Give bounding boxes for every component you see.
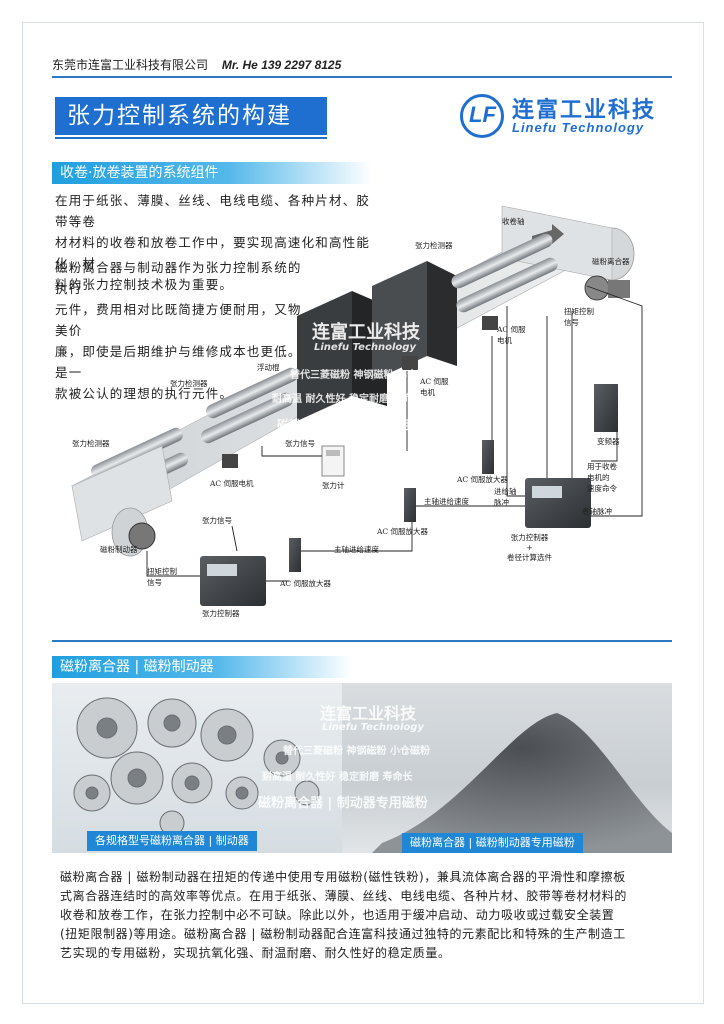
diagram-graphic (71, 205, 643, 606)
section-heading-system: 收卷·放卷装置的系统组件 (52, 162, 372, 184)
contact-info: Mr. He 139 2297 8125 (221, 58, 342, 72)
company-name: 东莞市连富工业科技有限公司 (52, 58, 209, 72)
tension-system-diagram: 连富工业科技 Linefu Technology 替代三菱磁粉 神钢磁粉 小仓磁… (52, 196, 672, 626)
label-ac-servo-motor-mid: AC 伺服 电机 (420, 377, 449, 397)
label-inverter: 变频器 (597, 437, 620, 446)
label-torque-signal-right: 扭矩控制 信号 (564, 307, 594, 327)
header-line: 东莞市连富工业科技有限公司 Mr. He 139 2297 8125 (52, 56, 341, 73)
label-ac-servo-amp-bottom: AC 伺服放大器 (280, 579, 332, 588)
caption-clutch-products: 各规格型号磁粉离合器 | 制动器 (87, 831, 257, 851)
diagram-watermark-line1: 替代三菱磁粉 神钢磁粉 小仓磁粉 (290, 370, 437, 381)
photo-watermark-line2: 耐高温 耐久性好 稳定耐磨 寿命长 (262, 772, 413, 783)
caption-magnetic-powder: 磁粉离合器 | 磁粉制动器专用磁粉 (402, 833, 583, 853)
section-heading-clutch: 磁粉离合器 | 磁粉制动器 (52, 656, 352, 678)
clutch-products-photo: 各规格型号磁粉离合器 | 制动器 (52, 683, 342, 853)
photo-watermark-brand: 连富工业科技 (320, 704, 417, 723)
magnetic-powder-photo: 磁粉离合器 | 磁粉制动器专用磁粉 (342, 683, 672, 853)
logo-name-cn: 连富工业科技 (512, 98, 657, 123)
label-ac-servo-amp-right: AC 伺服放大器 (457, 475, 509, 484)
label-tension-detector-mid: 张力检测器 (170, 379, 208, 388)
label-tension-signal-mid: 张力信号 (285, 439, 315, 448)
diagram-watermark-line2: 耐高温 耐久性好 稳定耐磨 寿命长 (272, 394, 423, 405)
diagram-watermark-en: Linefu Technology (314, 342, 416, 353)
label-tension-signal-left: 张力信号 (202, 516, 232, 525)
label-powder-brake: 磁粉制动器 (100, 545, 138, 554)
label-ac-servo-amp-mid: AC 伺服放大器 (377, 527, 429, 536)
logo-mark-icon: LF (460, 94, 504, 138)
page-frame (22, 22, 704, 1004)
powder-pile-graphic (372, 713, 672, 853)
label-feed-pulse: 进给轴 脉冲 (494, 487, 517, 507)
header-divider (52, 76, 672, 78)
photo-watermark-line1: 替代三菱磁粉 神钢磁粉 小仓磁粉 (283, 746, 430, 757)
label-floating-roller: 浮动棍 (257, 363, 280, 372)
intro-paragraph: 在用于纸张、薄膜、丝线、电线电缆、各种片材、胶带等卷 材材料的收卷和放卷工作中，… (55, 193, 371, 292)
clutch-products-graphic (73, 697, 320, 836)
label-ac-servo-motor-left: AC 伺服电机 (210, 479, 254, 488)
label-rewind-shaft: 收卷轴 (502, 217, 525, 226)
label-torque-signal-left: 扭矩控制 信号 (147, 567, 177, 587)
label-tension-controller-left: 张力控制器 (202, 609, 240, 618)
clutch-description: 磁粉离合器 | 磁粉制动器在扭矩的传递中使用专用磁粉(磁性铁粉)，兼具流体离合器… (60, 870, 628, 960)
page-title: 张力控制系统的构建 (55, 97, 327, 139)
diagram-watermark-line3: 磁粉离合器 | 制动器专用磁粉 (277, 418, 434, 432)
label-tension-controller-right: 张力控制器 + 卷径计算选件 (507, 533, 552, 562)
logo-name-en: Linefu Technology (512, 120, 645, 135)
label-powder-clutch: 磁粉离合器 (592, 257, 630, 266)
diagram-watermark-brand: 连富工业科技 (312, 322, 420, 343)
label-main-axis-speed-mid: 主轴进给速度 (424, 497, 469, 506)
label-tension-detector-right: 张力检测器 (415, 241, 453, 250)
company-logo: LF 连富工业科技 Linefu Technology (460, 92, 675, 140)
photo-watermark-line3: 磁粉离合器 | 制动器专用磁粉 (258, 796, 428, 811)
photo-watermark-en: Linefu Technology (322, 722, 424, 733)
actuator-paragraph: 磁粉离合器与制动器作为张力控制系统的执行 元件，费用相对比既简捷方便耐用，又物美… (55, 260, 302, 401)
label-speed-command: 用于收卷 电机的 速度命令 (587, 462, 617, 493)
label-rewind-pulse: 卷轴脉冲 (582, 507, 612, 516)
label-main-axis-speed-bottom: 主轴进给速度 (334, 545, 379, 554)
section-divider (52, 640, 672, 642)
label-tension-detector-left: 张力检测器 (72, 439, 110, 448)
label-tension-meter: 张力计 (322, 481, 345, 490)
label-ac-servo-motor-right: AC 伺服 电机 (497, 325, 526, 345)
